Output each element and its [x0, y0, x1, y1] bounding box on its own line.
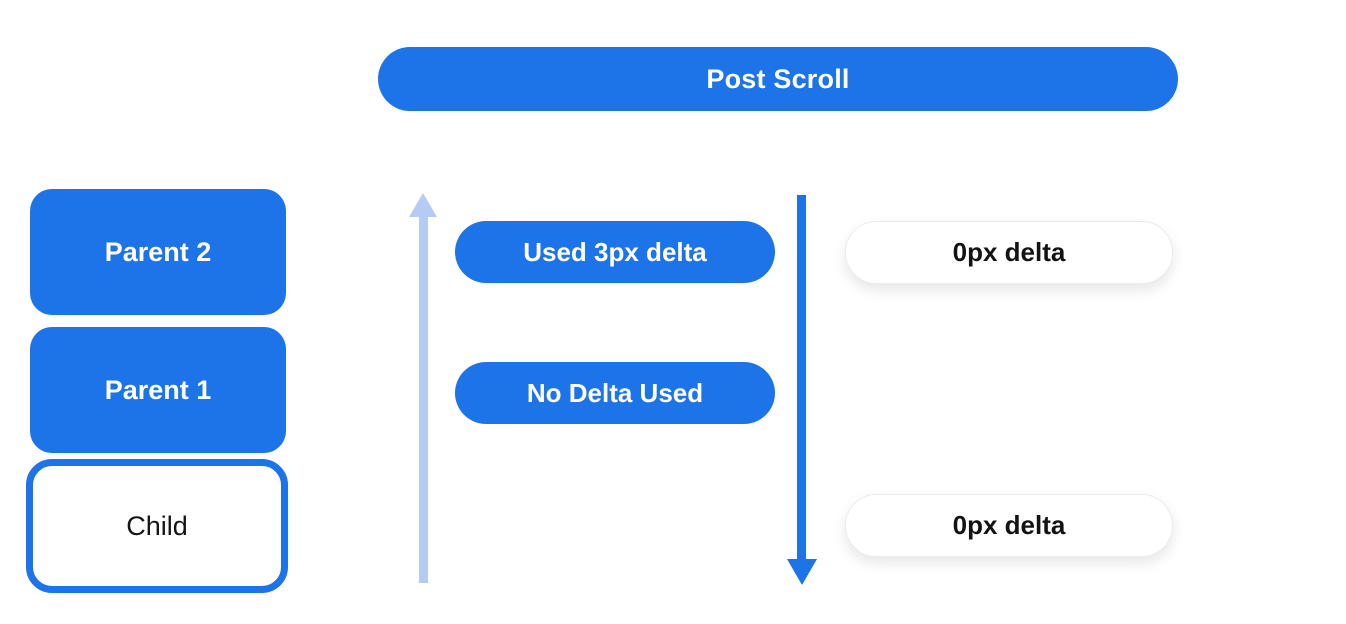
no-delta-pill: No Delta Used	[455, 362, 775, 424]
child-label: Child	[126, 510, 188, 541]
result-pill-top: 0px delta	[845, 221, 1173, 284]
result-pill-bottom: 0px delta	[845, 494, 1173, 557]
used-delta-pill: Used 3px delta	[455, 221, 775, 283]
downward-scroll-arrow-shaft	[797, 195, 806, 561]
child-node: Child	[26, 459, 288, 593]
no-delta-label: No Delta Used	[526, 377, 704, 408]
parent1-node: Parent 1	[30, 327, 286, 453]
post-scroll-title-pill: Post Scroll	[378, 47, 1178, 111]
downward-scroll-arrow-icon	[787, 559, 817, 585]
upward-scroll-arrow-shaft	[419, 214, 428, 583]
parent1-label: Parent 1	[104, 374, 212, 405]
post-scroll-title-label: Post Scroll	[706, 63, 850, 94]
used-delta-label: Used 3px delta	[523, 236, 707, 267]
parent2-label: Parent 2	[104, 236, 212, 267]
upward-scroll-arrow-icon	[409, 193, 437, 217]
result-pill-bottom-label: 0px delta	[952, 510, 1066, 540]
parent2-node: Parent 2	[30, 189, 286, 315]
result-pill-top-label: 0px delta	[952, 237, 1066, 267]
